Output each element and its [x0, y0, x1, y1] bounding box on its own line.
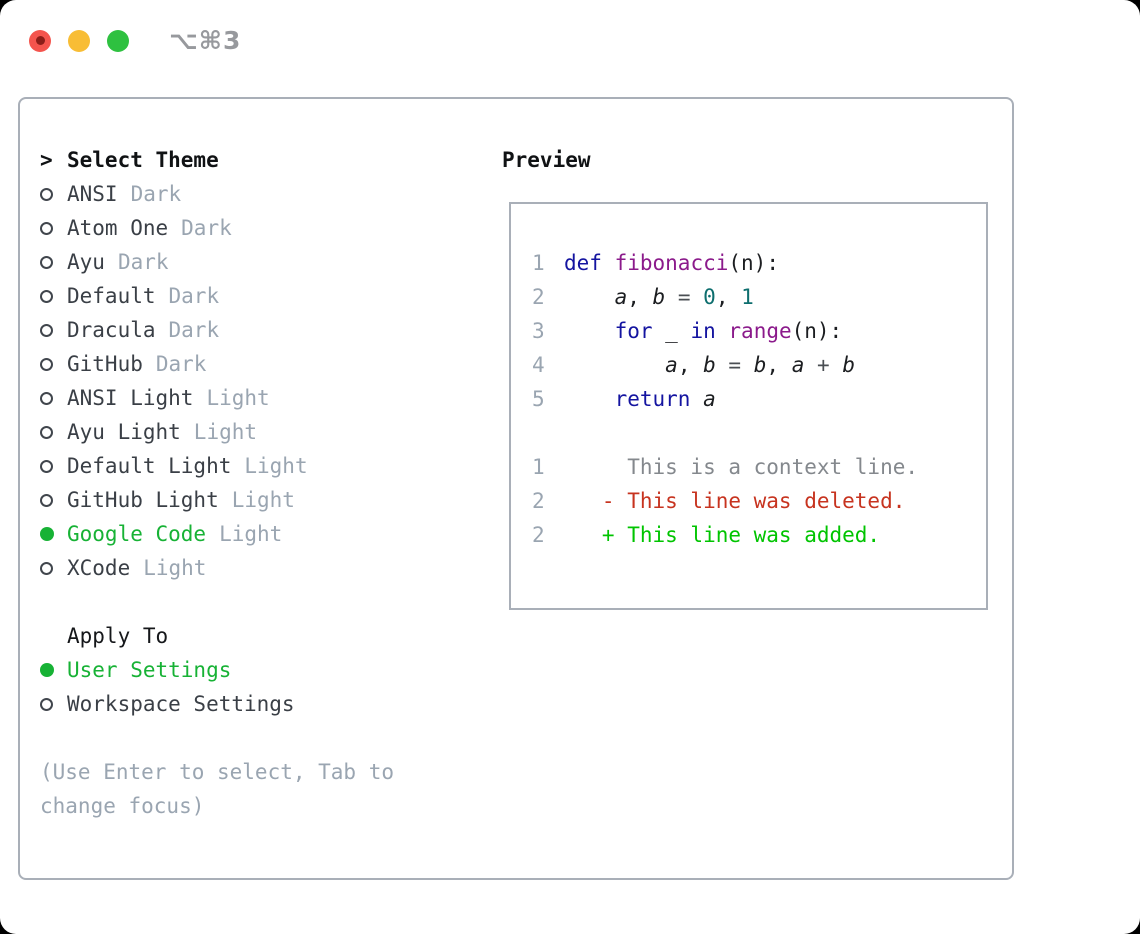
radio-option[interactable]: ANSI Light Light	[40, 381, 394, 415]
radio-icon	[40, 561, 67, 575]
option-label: ANSI	[67, 182, 118, 206]
preview-title: Preview	[502, 148, 591, 172]
option-label: XCode	[67, 556, 131, 580]
radio-icon	[40, 289, 67, 303]
radio-option[interactable]: Google Code Light	[40, 517, 394, 551]
preview-line: 2 - This line was deleted.	[532, 489, 906, 513]
zoom-button[interactable]	[107, 29, 129, 52]
option-label: Atom One	[67, 216, 169, 240]
option-label: User Settings	[67, 658, 232, 682]
radio-icon	[40, 187, 67, 201]
radio-option[interactable]: ANSI Dark	[40, 177, 394, 211]
radio-icon	[40, 255, 67, 269]
radio-icon	[40, 663, 67, 677]
line-number: 1	[532, 455, 545, 479]
option-label: ANSI Light	[67, 386, 194, 410]
option-label: Dracula	[67, 318, 156, 342]
radio-option[interactable]: Workspace Settings	[40, 687, 394, 721]
select-theme-title: Select Theme	[67, 148, 219, 172]
radio-icon	[40, 697, 67, 711]
radio-option[interactable]: XCode Light	[40, 551, 394, 585]
window-title-shortcut: ⌥⌘3	[169, 26, 242, 55]
preview-line: 4 a, b = b, a + b	[532, 353, 855, 377]
minimize-button[interactable]	[68, 29, 90, 52]
line-number: 2	[532, 285, 545, 309]
option-variant: Light	[143, 556, 207, 580]
radio-icon	[40, 221, 67, 235]
line-number: 5	[532, 387, 545, 411]
radio-option[interactable]: Default Light Light	[40, 449, 394, 483]
radio-option[interactable]: GitHub Dark	[40, 347, 394, 381]
line-number: 3	[532, 319, 545, 343]
close-dot-icon	[35, 36, 45, 45]
line-number: 2	[532, 523, 545, 547]
option-label: Default Light	[67, 454, 232, 478]
preview-line: 2 a, b = 0, 1	[532, 285, 754, 309]
preview-header: Preview	[502, 143, 591, 177]
radio-icon	[40, 493, 67, 507]
keyboard-hint: (Use Enter to select, Tab to change focu…	[40, 755, 394, 823]
option-label: GitHub	[67, 352, 143, 376]
radio-option[interactable]: GitHub Light Light	[40, 483, 394, 517]
option-variant: Light	[206, 386, 270, 410]
option-variant: Light	[231, 488, 295, 512]
radio-option[interactable]: Ayu Light Light	[40, 415, 394, 449]
radio-icon	[40, 391, 67, 405]
preview-line: 1 This is a context line.	[532, 455, 919, 479]
option-variant: Light	[244, 454, 308, 478]
option-variant: Light	[193, 420, 258, 444]
hint-line-1: (Use Enter to select, Tab to	[40, 760, 395, 784]
line-number: 1	[532, 251, 545, 275]
option-variant: Light	[219, 522, 283, 546]
option-label: Ayu Light	[67, 420, 181, 444]
radio-option[interactable]: Ayu Dark	[40, 245, 394, 279]
option-variant: Dark	[117, 250, 169, 274]
close-button[interactable]	[29, 29, 51, 52]
option-label: Google Code	[67, 522, 207, 546]
option-variant: Dark	[130, 182, 182, 206]
radio-icon	[40, 527, 67, 541]
option-variant: Dark	[168, 284, 220, 308]
radio-option[interactable]: User Settings	[40, 653, 394, 687]
preview-line: 3 for _ in range(n):	[532, 319, 843, 343]
radio-option[interactable]: Dracula Dark	[40, 313, 394, 347]
apply-to-title: Apply To	[67, 624, 169, 648]
caret-icon: >	[40, 148, 53, 172]
preview-line: 5 return a	[532, 387, 716, 411]
radio-option[interactable]: Default Dark	[40, 279, 394, 313]
apply-to-header: Apply To	[40, 619, 394, 653]
line-number: 4	[532, 353, 545, 377]
option-label: Workspace Settings	[67, 692, 295, 716]
option-label: Ayu	[67, 250, 105, 274]
option-label: Default	[67, 284, 156, 308]
option-label: GitHub Light	[67, 488, 219, 512]
titlebar: ⌥⌘3	[29, 26, 241, 55]
radio-option[interactable]: Atom One Dark	[40, 211, 394, 245]
radio-icon	[40, 425, 67, 439]
radio-icon	[40, 323, 67, 337]
radio-icon	[40, 357, 67, 371]
diff-block: 1 This is a context line. 2 - This line w…	[532, 450, 986, 552]
option-variant: Dark	[181, 216, 232, 240]
radio-icon	[40, 459, 67, 473]
line-number: 2	[532, 489, 545, 513]
option-variant: Dark	[155, 352, 207, 376]
preview-line: 2 + This line was added.	[532, 523, 881, 547]
select-theme-header: > Select Theme	[40, 143, 394, 177]
option-variant: Dark	[168, 318, 220, 342]
hint-line-2: change focus)	[40, 794, 205, 818]
